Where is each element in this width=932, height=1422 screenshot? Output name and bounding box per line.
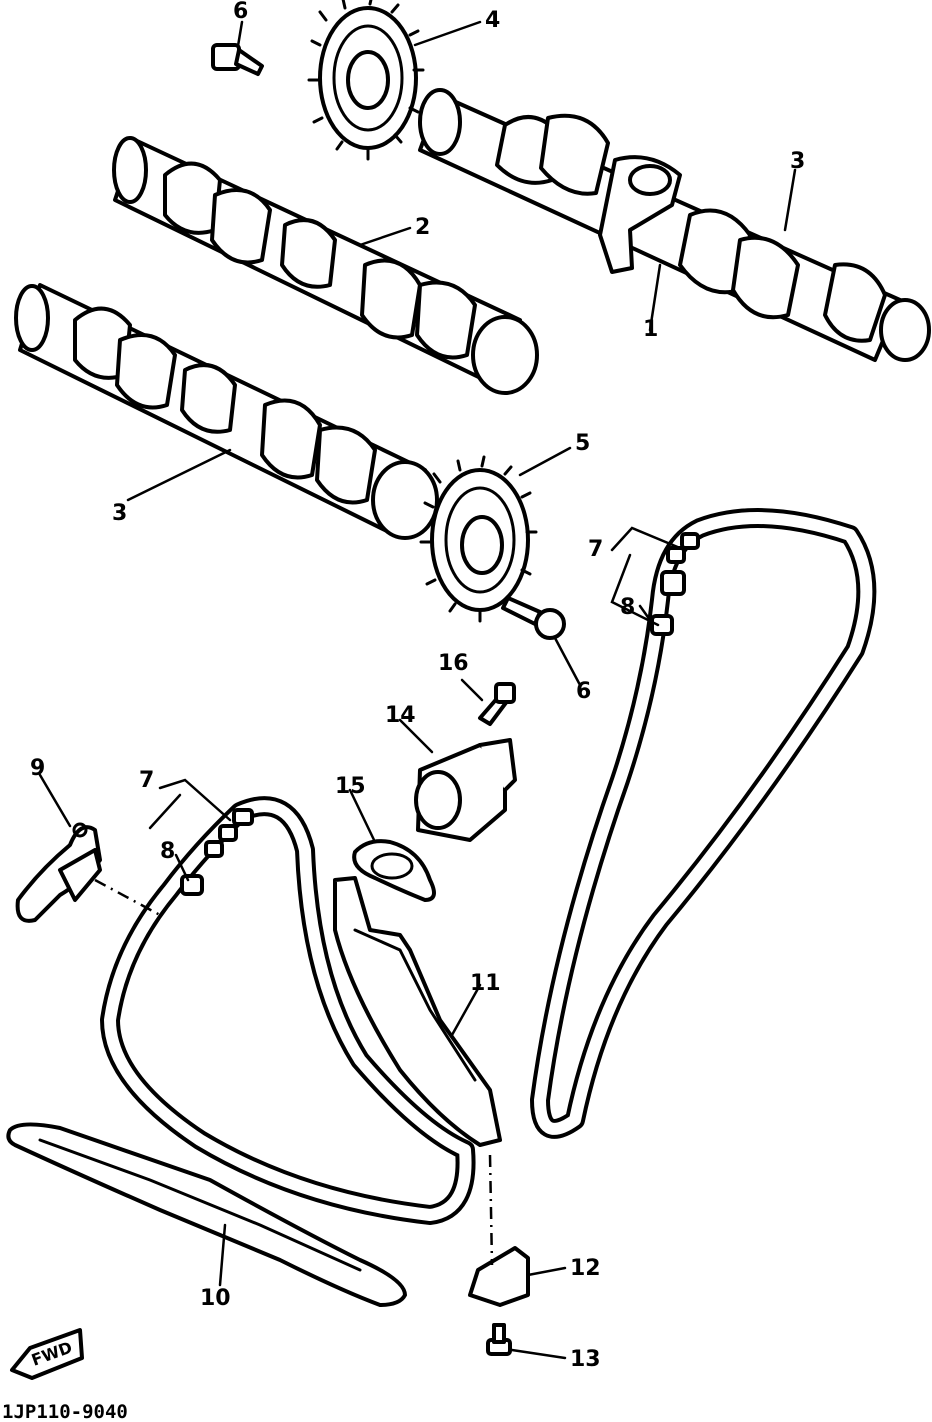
callout-15: 15 [335,774,366,799]
callout-13: 13 [570,1347,601,1372]
callout-14: 14 [385,703,416,728]
camshaft-middle [112,136,539,395]
callout-8-right: 8 [620,595,635,620]
diagram-code: 1JP110-9040 [2,1401,128,1422]
camshaft-lower-left [14,283,439,540]
callout-2: 2 [415,215,430,240]
callout-5: 5 [575,431,590,456]
callout-1: 1 [643,317,658,342]
tensioner-gasket [352,839,436,902]
sprocket-bolt-lower [501,596,566,640]
sprocket-bolt-upper [211,43,264,76]
chain-guide-lower [6,1122,407,1307]
bracket-bolt [486,1323,512,1356]
callout-3-upper: 3 [790,149,805,174]
chain-tensioner-guide [333,876,502,1147]
camshaft-upper-right [418,88,931,362]
guide-stopper-bracket [468,1246,530,1307]
callout-6-lower: 6 [576,679,591,704]
forward-direction-arrow: FWD [10,1328,84,1380]
callout-16: 16 [438,651,469,676]
cam-chain-right [530,508,877,1139]
callout-7-left: 7 [139,768,154,793]
tensioner-bolt [478,682,516,726]
callout-10: 10 [200,1286,231,1311]
callout-12: 12 [570,1256,601,1281]
bracket-mounting-line [488,1154,494,1266]
guide-mounting-line [94,878,161,917]
callout-6-upper: 6 [233,0,248,24]
chain-tensioner [414,738,517,842]
callout-3-lower: 3 [112,501,127,526]
cam-sprocket-upper [307,0,425,161]
callout-11: 11 [470,971,501,996]
cam-sprocket-lower [419,455,538,623]
callout-7-right: 7 [588,537,603,562]
leader-lines [38,20,797,1360]
cam-chain-left [100,796,476,1225]
callout-8-left: 8 [160,839,175,864]
camshaft-cap [598,155,682,274]
chain-guide-upper [15,822,102,923]
callout-4: 4 [485,8,500,33]
master-link-right [650,532,700,636]
callout-9: 9 [30,756,45,781]
